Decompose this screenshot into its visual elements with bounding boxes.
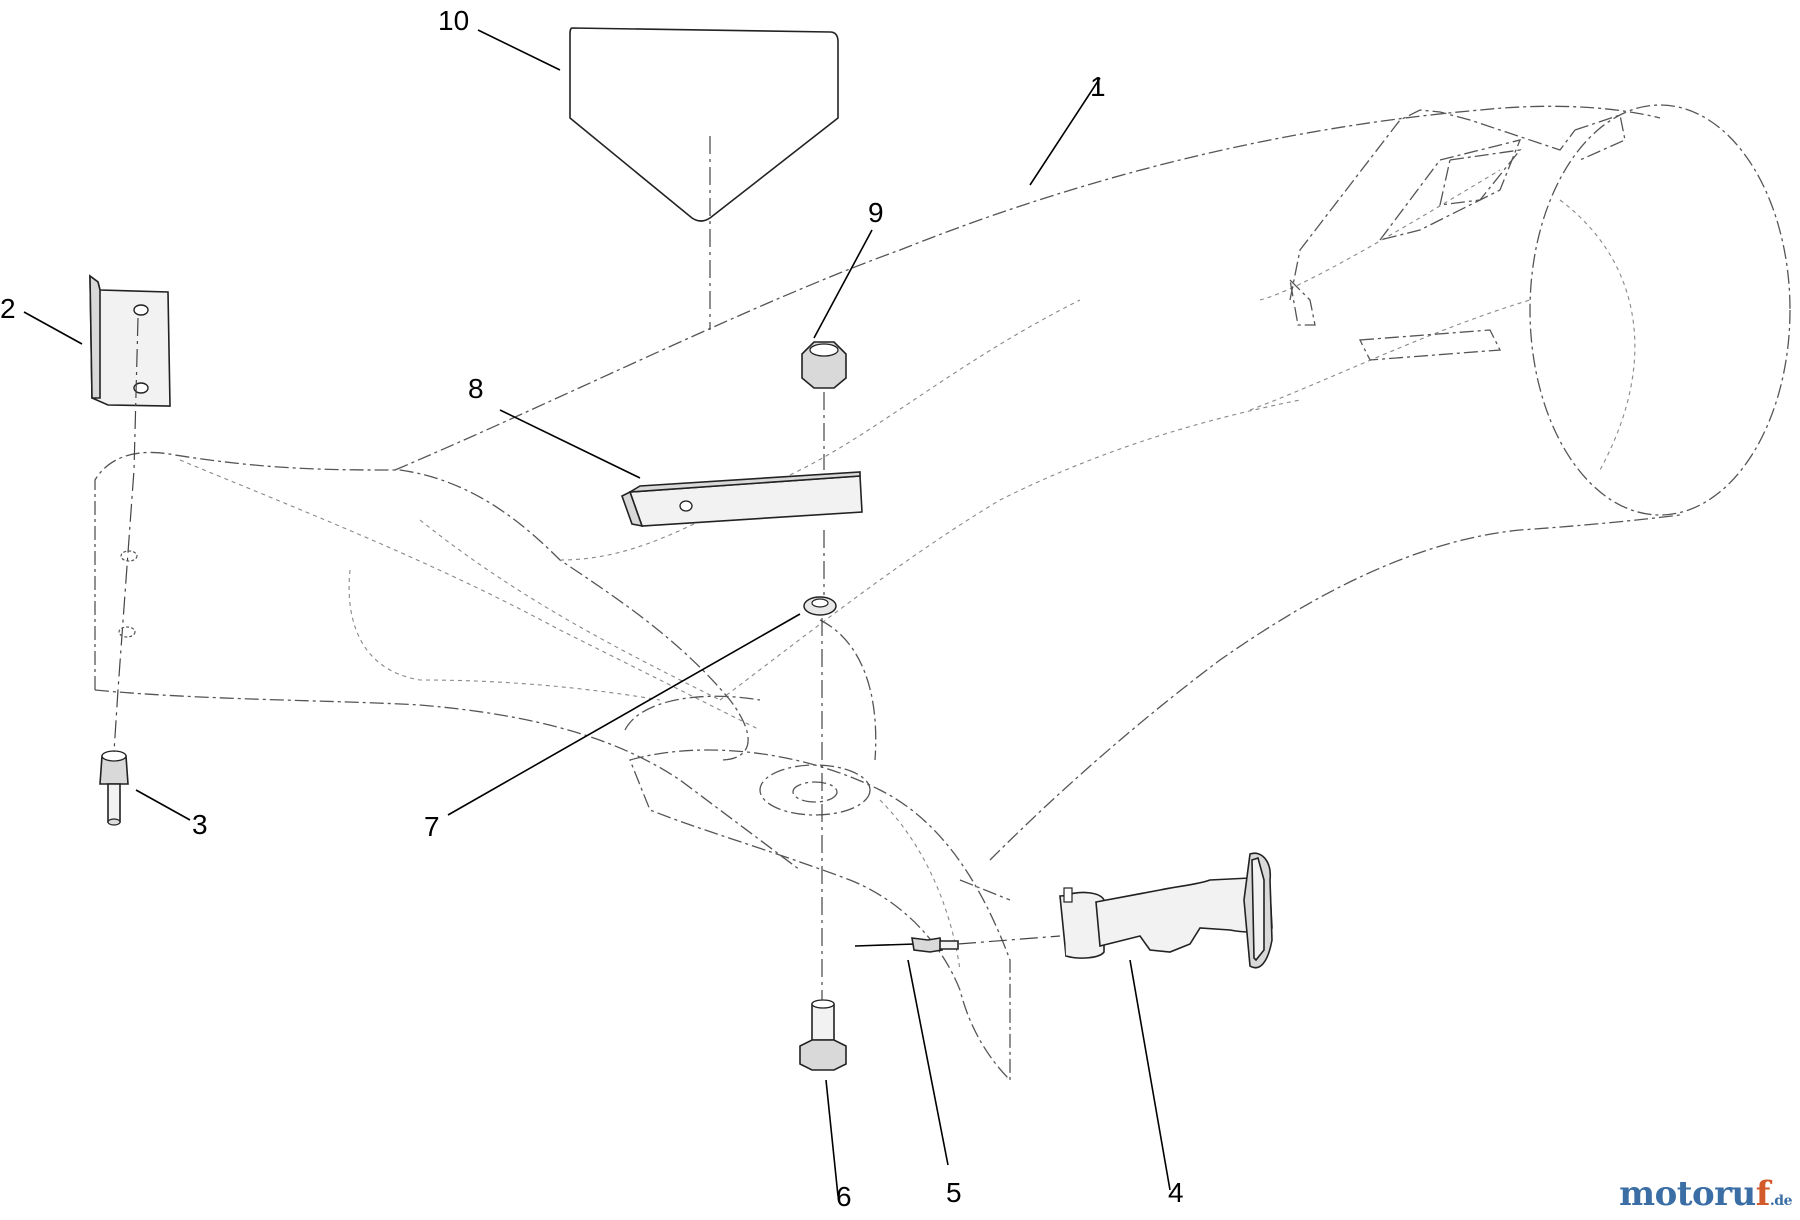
- rivet-part-3: [99, 750, 129, 826]
- washer-part-7: [803, 596, 837, 616]
- callout-10: 10: [438, 5, 469, 36]
- latch-part-4: [1059, 852, 1273, 969]
- callout-1: 1: [1090, 71, 1106, 102]
- site-logo-watermark: motoruf.de: [1619, 1174, 1792, 1214]
- leader-10: [477, 29, 561, 71]
- bracket-plate-part-2: [89, 274, 171, 407]
- bracket-bar-part-8: [621, 471, 863, 528]
- leader-4: [1129, 959, 1171, 1191]
- assembly-centerlines: [113, 136, 1061, 1000]
- leader-2: [23, 311, 83, 345]
- bolt-part-6: [799, 999, 847, 1071]
- callout-4: 4: [1168, 1177, 1184, 1208]
- callout-3: 3: [192, 809, 208, 840]
- leader-6: [825, 1079, 839, 1197]
- callout-2: 2: [0, 293, 16, 324]
- callout-9: 9: [868, 197, 884, 228]
- watermark-main: motoru: [1619, 1174, 1756, 1214]
- callout-5: 5: [946, 1177, 962, 1208]
- leader-1: [1029, 77, 1101, 186]
- watermark-accent: f: [1755, 1174, 1771, 1214]
- callout-7: 7: [424, 811, 440, 842]
- callout-8: 8: [468, 373, 484, 404]
- leader-3: [135, 789, 191, 821]
- leader-8: [499, 409, 641, 479]
- watermark-suffix: .de: [1769, 1193, 1793, 1209]
- leader-5: [907, 959, 949, 1166]
- flange-holes: [118, 550, 138, 638]
- leader-7: [447, 613, 801, 816]
- leader-lines: [23, 29, 1171, 1197]
- callout-labels: 1 2 3 4 5 6 7 8 9 10: [0, 5, 1184, 1212]
- pin-part-5: [854, 937, 959, 953]
- discharge-chute-outline: [94, 104, 1791, 1082]
- decal-part-10: [569, 27, 839, 222]
- leader-9: [813, 229, 873, 339]
- callout-6: 6: [836, 1181, 852, 1212]
- nut-part-9: [801, 341, 847, 389]
